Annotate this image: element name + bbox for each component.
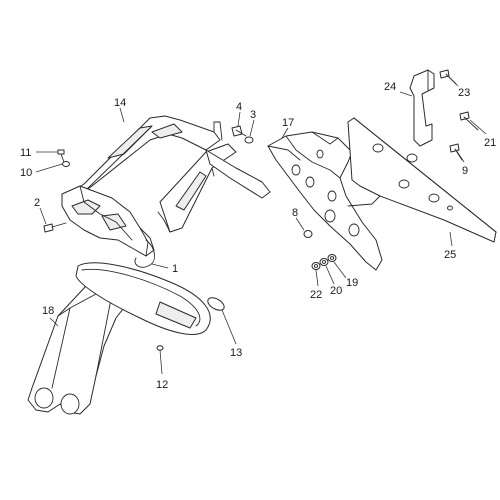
part-11-screw [57,149,65,163]
lower-mounting-bracket [61,185,155,257]
leader-17 [281,127,289,139]
part-22-nut [311,262,321,270]
label-2: 2 [34,197,40,209]
leader-19 [333,261,347,279]
part-13-reflector [207,297,225,311]
leader-12 [159,349,163,375]
label-1: 1 [172,263,178,275]
leader-lines [35,75,487,375]
label-20: 20 [330,285,342,297]
leader-10 [35,163,63,173]
label-24: 24 [384,81,396,93]
leader-21 [469,119,487,135]
label-13: 13 [230,347,242,359]
part-17-mudguard [267,131,383,271]
label-23: 23 [458,87,470,99]
label-3: 3 [250,109,256,121]
label-4: 4 [236,101,242,113]
part-19-washer [327,254,337,262]
label-17: 17 [282,117,294,129]
label-14: 14 [114,97,126,109]
label-22: 22 [310,289,322,301]
part-25-plate-holder [347,117,497,243]
part-10-washer [62,161,70,167]
label-18: 18 [42,305,54,317]
part-18-support-arm [27,273,143,415]
label-19: 19 [346,277,358,289]
leader-24 [399,91,413,97]
part-12-nut [156,345,164,351]
leader-4 [237,111,241,127]
leader-1 [151,263,169,269]
part-24-bracket [409,69,435,147]
part-4-screw [231,125,247,137]
leader-8 [295,217,305,231]
leader-25 [449,231,453,247]
leader-2 [39,207,47,225]
label-25: 25 [444,249,456,261]
label-21: 21 [484,137,496,149]
part-9-screw [449,143,463,161]
leader-23 [447,75,459,87]
leader-3 [249,119,255,137]
part-labels: 1 2 3 4 8 9 10 11 12 13 14 17 18 19 20 2… [20,81,496,391]
label-8: 8 [292,207,298,219]
leader-22 [315,269,319,287]
leader-18 [49,317,59,327]
leader-20 [325,265,335,285]
tail-lens-housing [75,262,211,335]
part-20-washer [319,258,329,266]
label-9: 9 [462,165,468,177]
label-12: 12 [156,379,168,391]
label-10: 10 [20,167,32,179]
leader-13 [221,309,237,345]
part-8-screw [303,230,313,238]
label-11: 11 [20,147,31,159]
part-3-washer [244,136,254,144]
leader-14 [119,107,125,123]
part-2-screw [43,222,67,233]
part-14-bracket [71,115,271,233]
part-21-screw [459,111,479,131]
leader-9 [455,149,465,163]
part-1-wire [134,239,155,268]
